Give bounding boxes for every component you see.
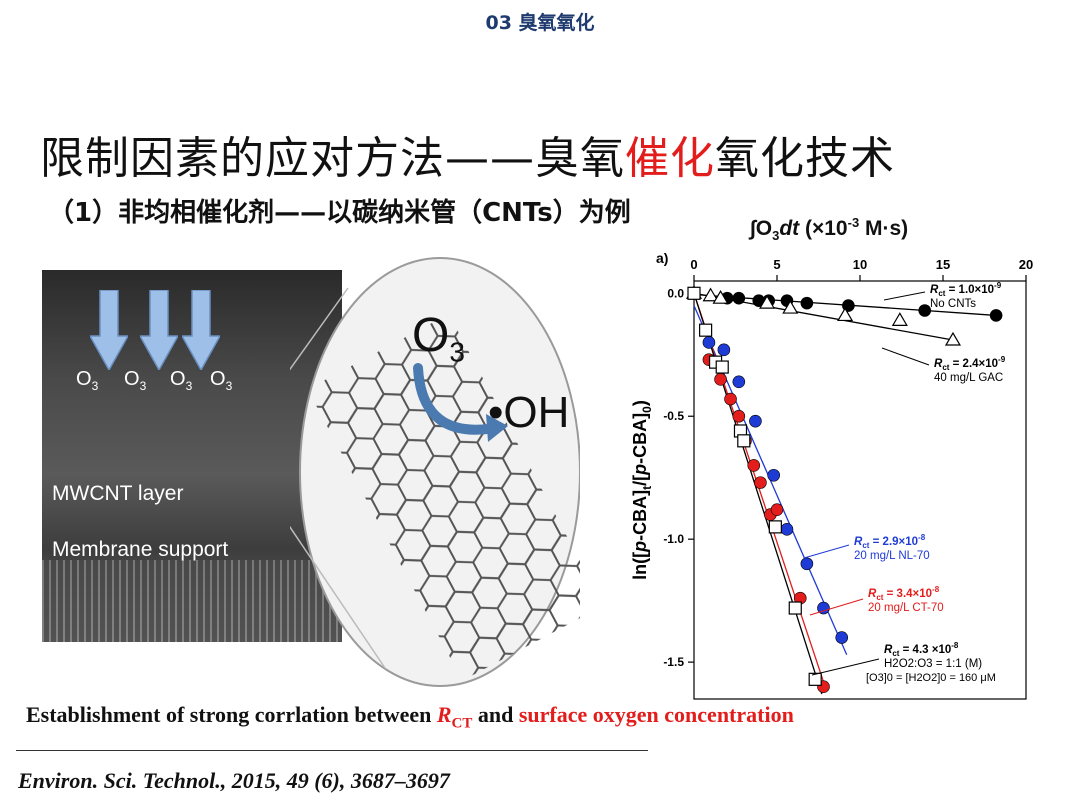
membrane-texture: [42, 560, 342, 642]
data-point: [702, 336, 716, 349]
annotation-arrow: [811, 658, 880, 676]
data-point: [788, 601, 802, 615]
section-tag: 03 臭氧氧化: [485, 12, 595, 34]
annotation-arrow: [803, 544, 850, 559]
rct-annotation: Rct = 4.3 ×10-8: [884, 641, 959, 658]
title-part2: 氧化技术: [715, 133, 895, 184]
slide-title: 限制因素的应对方法——臭氧催化氧化技术: [40, 122, 895, 186]
correlation-statement: Establishment of strong corrlation betwe…: [26, 702, 794, 732]
x-tick-label: 5: [773, 257, 780, 272]
x-tick-label: 15: [936, 257, 950, 272]
fit-line: [693, 293, 823, 695]
series-label: H2O2:O3 = 1:1 (M): [884, 658, 982, 670]
o3-label: O3: [124, 368, 147, 393]
data-point: [737, 434, 751, 448]
y-tick-label: -1.0: [663, 532, 684, 546]
sem-image: O3 O3 O3 O3 MWCNT layer Membrane support: [42, 270, 342, 642]
series-note: [O3]0 = [H2O2]0 = 160 μM: [866, 672, 996, 684]
citation: Environ. Sci. Technol., 2015, 49 (6), 36…: [18, 768, 450, 793]
data-point: [702, 287, 719, 302]
data-point: [758, 294, 776, 309]
data-point: [767, 468, 780, 482]
data-point: [780, 523, 794, 536]
x-axis-top-title: ∫O3dt (×10-3 M·s): [750, 215, 909, 244]
membrane-support-label: Membrane support: [52, 538, 229, 561]
data-point: [770, 503, 784, 516]
o3-label: O3: [210, 368, 233, 393]
rct-annotation: Rct = 3.4×10-8: [868, 585, 940, 602]
o3-label: O3: [76, 368, 99, 393]
o3-label: O3: [170, 368, 193, 393]
down-arrow-icon: [182, 290, 220, 370]
series-label: 20 mg/L CT-70: [868, 602, 944, 614]
x-tick-label: 20: [1019, 257, 1033, 272]
y-tick-label: -0.5: [663, 409, 684, 423]
annotation-arrow: [883, 291, 926, 301]
data-point: [800, 557, 814, 571]
panel-label: a): [656, 250, 668, 266]
data-point: [808, 672, 822, 686]
data-point: [712, 290, 729, 304]
series-label: 40 mg/L GAC: [934, 372, 1003, 384]
plot-frame: [693, 280, 1027, 700]
zoom-o3-label: O3: [412, 309, 465, 368]
series-label: 20 mg/L NL-70: [854, 550, 930, 562]
x-tick-label: 0: [690, 257, 697, 272]
title-part1: 限制因素的应对方法——臭氧: [40, 133, 625, 184]
data-point: [835, 631, 849, 644]
data-point: [717, 343, 731, 357]
title-highlight: 催化: [625, 133, 715, 184]
data-point: [714, 373, 727, 386]
data-point: [749, 414, 762, 428]
data-point: [715, 360, 729, 374]
y-tick-label: -1.5: [663, 655, 684, 669]
rct-annotation: Rct = 2.4×10-9: [934, 355, 1006, 372]
chart-svg: a) 0 5 10 15 20 0.0 -0.5 -1.0 -1.5 ln([p-CBA]t/[p-…: [630, 250, 1033, 700]
data-point: [687, 286, 701, 300]
cnt-zoom-callout: [290, 257, 580, 687]
data-point: [732, 375, 746, 389]
series-label: No CNTs: [930, 298, 976, 310]
data-point: [724, 392, 737, 406]
hydroxyl-radical-label: •OH: [488, 388, 570, 437]
data-point: [918, 304, 932, 317]
graphene-lattice: [307, 314, 580, 681]
data-point: [699, 323, 713, 337]
data-point: [747, 459, 761, 472]
y-axis-label: ln([p-CBA]t/[p-CBA]0): [630, 400, 654, 580]
x-tick-label: 10: [853, 257, 867, 272]
annotation-arrow: [809, 598, 864, 616]
y-tick-label: 0.0: [667, 286, 684, 300]
rct-scatter-chart: ∫O3dt (×10-3 M·s) a) 0 5 10 15 20 0.0 -0.5 -1.0 -…: [620, 215, 1060, 705]
data-point: [837, 307, 854, 322]
data-point: [768, 520, 782, 534]
data-point: [989, 309, 1003, 322]
data-point: [754, 476, 767, 489]
data-point: [944, 331, 962, 346]
rct-annotation: Rct = 1.0×10-9: [930, 281, 1002, 298]
slide-subtitle: （1）非均相催化剂——以碳纳米管（CNTs）为例: [48, 198, 631, 228]
divider: [16, 750, 648, 751]
rct-annotation: Rct = 2.9×10-8: [854, 533, 926, 550]
data-point: [891, 312, 908, 326]
down-arrow-icon: [140, 290, 178, 370]
down-arrow-icon: [90, 290, 128, 370]
data-point: [800, 296, 814, 310]
data-point: [817, 601, 830, 615]
data-point: [782, 299, 799, 314]
fit-line: [693, 293, 826, 687]
annotation-arrow: [881, 347, 930, 366]
mwcnt-layer-label: MWCNT layer: [52, 482, 184, 505]
data-point: [732, 409, 746, 423]
data-point: [732, 291, 746, 305]
